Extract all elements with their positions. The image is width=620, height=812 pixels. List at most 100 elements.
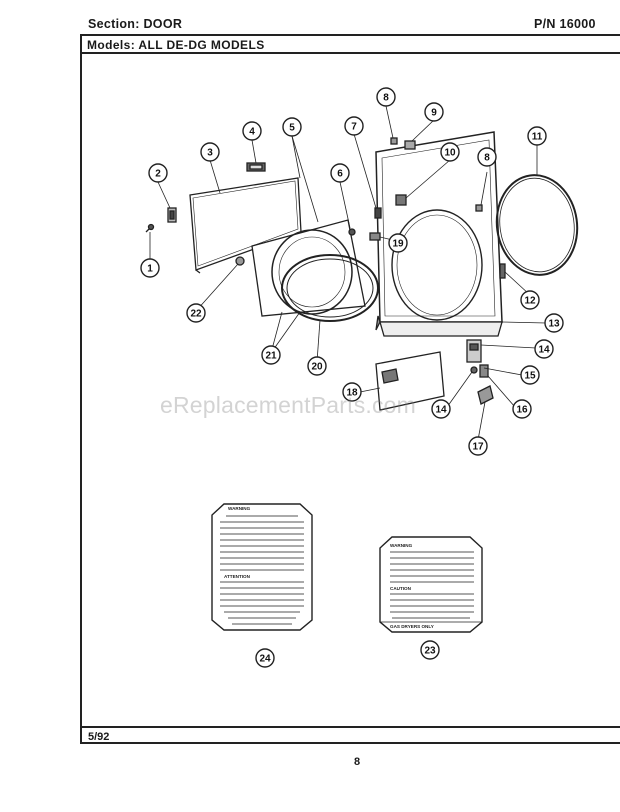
callout-circle [342, 382, 362, 402]
callout-number: 17 [472, 442, 484, 453]
models-line: Models: ALL DE-DG MODELS [87, 38, 265, 52]
callout-14: 14 [534, 339, 554, 359]
callout-circle [440, 142, 460, 162]
callout-number: 11 [532, 132, 543, 143]
callout-number: 12 [524, 296, 536, 307]
part-bracket [404, 140, 416, 150]
callout-number: 21 [265, 351, 277, 362]
callout-13: 13 [544, 313, 564, 333]
callout-21: 21 [261, 345, 281, 365]
callout-24: 24 [255, 648, 275, 668]
callout-number: 2 [155, 169, 161, 180]
callout-20: 20 [307, 356, 327, 376]
callout-14: 14 [431, 399, 451, 419]
callout-circle [148, 163, 168, 183]
callout-8: 8 [376, 87, 396, 107]
callout-number: 8 [484, 153, 490, 164]
diagram-frame: Models: ALL DE-DG MODELS 5/92 [80, 34, 620, 744]
page-number: 8 [354, 756, 361, 768]
callout-17: 17 [468, 436, 488, 456]
warning-label-23 [379, 536, 483, 633]
callout-number: 4 [249, 127, 255, 138]
callout-circle [140, 258, 160, 278]
callout-circle [512, 399, 532, 419]
callout-circle [544, 313, 564, 333]
section-title: Section: DOOR [88, 17, 183, 31]
part-screw [145, 223, 155, 233]
callout-circle [477, 147, 497, 167]
callout-number: 8 [383, 93, 389, 104]
callout-22: 22 [186, 303, 206, 323]
part-strike [374, 207, 382, 219]
callout-19: 19 [388, 233, 408, 253]
callout-number: 16 [516, 405, 528, 416]
callout-7: 7 [344, 116, 364, 136]
callout-number: 18 [346, 388, 358, 399]
callout-circle [186, 303, 206, 323]
top-rule [82, 52, 620, 54]
callout-number: 9 [431, 108, 437, 119]
callout-number: 23 [424, 646, 436, 657]
callout-circle [520, 365, 540, 385]
callout-11: 11 [527, 126, 547, 146]
part-toe-plate [375, 351, 445, 411]
callout-12: 12 [520, 290, 540, 310]
callout-number: 14 [435, 405, 447, 416]
callout-circle [255, 648, 275, 668]
callout-9: 9 [424, 102, 444, 122]
callout-number: 14 [538, 345, 550, 356]
label-23-heading: WARNING [390, 543, 413, 548]
callout-number: 1 [147, 264, 153, 275]
part-switch [395, 194, 407, 206]
watermark: eReplacementParts.com [160, 392, 417, 418]
part-clip [390, 137, 398, 145]
label-24-heading: WARNING [228, 506, 251, 511]
callout-circle [307, 356, 327, 376]
callout-number: 15 [524, 371, 536, 382]
bottom-rule [82, 726, 620, 728]
part-number: P/N 16000 [534, 17, 596, 31]
label-24-attention: ATTENTION [224, 574, 251, 579]
callout-2: 2 [148, 163, 168, 183]
callout-circle [330, 163, 350, 183]
callout-4: 4 [242, 121, 262, 141]
part-clip-2 [475, 204, 483, 212]
callout-circle [527, 126, 547, 146]
part-seal-ring [495, 174, 579, 276]
callout-number: 24 [259, 654, 271, 665]
part-hinge-plate [477, 385, 494, 405]
callout-23: 23 [420, 640, 440, 660]
callout-circle [534, 339, 554, 359]
callout-number: 19 [392, 239, 404, 250]
callout-6: 6 [330, 163, 350, 183]
callout-circle [520, 290, 540, 310]
part-switch-assembly [466, 339, 489, 378]
revision-date: 5/92 [88, 731, 110, 743]
part-catch [369, 232, 381, 241]
part-door-latch [246, 162, 266, 172]
callout-1: 1 [140, 258, 160, 278]
callout-circle [388, 233, 408, 253]
callout-8: 8 [477, 147, 497, 167]
callout-number: 6 [337, 169, 343, 180]
callout-circle [200, 142, 220, 162]
callout-number: 13 [548, 319, 560, 330]
callout-circle [242, 121, 262, 141]
part-retainer [499, 263, 506, 279]
callout-circle [420, 640, 440, 660]
callout-circle [261, 345, 281, 365]
warning-label-24 [211, 503, 313, 631]
callout-5: 5 [282, 117, 302, 137]
callout-15: 15 [520, 365, 540, 385]
callout-number: 5 [289, 123, 295, 134]
callout-circle [282, 117, 302, 137]
callout-3: 3 [200, 142, 220, 162]
callout-number: 3 [207, 148, 213, 159]
callout-number: 22 [190, 309, 202, 320]
callout-circle [424, 102, 444, 122]
callout-16: 16 [512, 399, 532, 419]
part-hinge [167, 207, 177, 223]
callout-number: 7 [351, 122, 357, 133]
callout-number: 10 [444, 148, 456, 159]
